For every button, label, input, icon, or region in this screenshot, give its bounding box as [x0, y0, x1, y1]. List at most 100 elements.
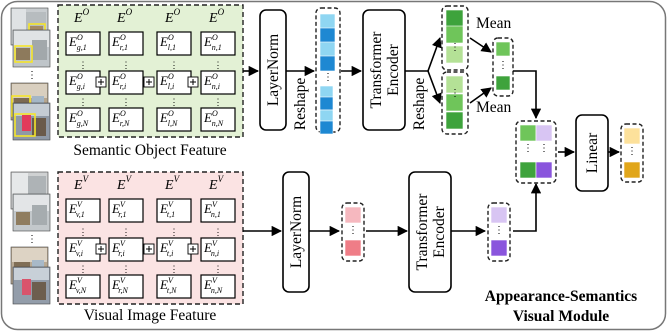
- mean-label-upper: Mean: [476, 15, 512, 32]
- object-feature-cell: [200, 107, 236, 132]
- object-scene-thumbnails: ⋮: [10, 7, 51, 141]
- object-row-ellipsis: ⋮: [122, 97, 131, 107]
- output-token-sequence: ⋮: [620, 123, 644, 183]
- object-token: [319, 13, 336, 30]
- object-feature-cell: [108, 70, 144, 95]
- arrow-purple-to-combined: [513, 182, 542, 232]
- visual-feature-cell: [108, 237, 144, 262]
- transformer-label-object-line1: Transformer: [368, 31, 385, 109]
- object-row-ellipsis: ⋮: [214, 60, 223, 70]
- green-token: [445, 93, 464, 112]
- thumbnail-ellipsis: ⋮: [27, 70, 37, 81]
- visual-feature-cell: [200, 274, 236, 299]
- thumbnail-ellipsis: ⋮: [27, 234, 37, 245]
- object-token: [319, 27, 336, 44]
- visual-image-feature-label: Visual Image Feature: [84, 307, 217, 324]
- object-token: [319, 96, 334, 111]
- visual-row-ellipsis: ⋮: [122, 227, 131, 237]
- visual-row-ellipsis: ⋮: [214, 264, 223, 274]
- combined-token: [535, 124, 553, 142]
- object-token: [319, 120, 334, 135]
- combined-token-ellipsis: ⋮: [539, 143, 549, 154]
- module-title-line2: Visual Module: [513, 308, 609, 325]
- object-header-l: EO: [164, 7, 181, 26]
- combined-token-ellipsis: ⋮: [523, 143, 533, 154]
- object-row-ellipsis: ⋮: [170, 60, 179, 70]
- object-row-ellipsis: ⋮: [170, 97, 179, 107]
- green-token-ellipsis: ⋮: [450, 42, 460, 53]
- visual-header-t: EV: [164, 174, 181, 193]
- visual-feature-cell: [65, 198, 101, 223]
- object-row-ellipsis: ⋮: [122, 60, 131, 70]
- visual-feature-cell: [65, 274, 101, 299]
- combined-token: [519, 124, 537, 142]
- object-feature-cell: [108, 107, 144, 132]
- arrow-mean-upper: [469, 37, 492, 53]
- arrow-mean-to-combined: [513, 70, 542, 120]
- object-header-r: EO: [116, 7, 133, 26]
- visual-row-ellipsis: ⋮: [79, 227, 88, 237]
- green-token: [445, 111, 464, 130]
- object-feature-cell: [156, 107, 192, 132]
- transformer-label-visual-line1: Transformer: [414, 193, 431, 271]
- module-title-line1: Appearance-Semantics: [485, 288, 637, 305]
- mean-token-group: ⋮: [492, 37, 514, 97]
- transformer-encoder-block-visual: [408, 171, 452, 293]
- purple-token-sequence: ⋮: [487, 202, 511, 262]
- scene-thumbnail-6: [12, 193, 51, 232]
- combined-token-grid: ⋮⋮: [515, 120, 557, 184]
- visual-header-n: EV: [208, 174, 225, 193]
- layernorm-block-visual: [282, 171, 310, 293]
- visual-feature-cell: [200, 237, 236, 262]
- scene-thumbnail-2: [12, 29, 51, 68]
- purple-token: [490, 239, 508, 257]
- visual-row-ellipsis: ⋮: [170, 264, 179, 274]
- object-row-ellipsis: ⋮: [79, 60, 88, 70]
- mean-token: [495, 41, 511, 57]
- object-token: [319, 55, 336, 72]
- object-row-ellipsis: ⋮: [214, 97, 223, 107]
- purple-token-ellipsis: ⋮: [494, 225, 504, 236]
- object-token-ellipsis: ⋮: [323, 72, 333, 83]
- output-token: [623, 161, 641, 179]
- output-token: [623, 127, 641, 145]
- visual-feature-cell: [156, 198, 192, 223]
- mean-label-lower: Mean: [476, 99, 512, 116]
- layernorm-label-object: LayerNorm: [265, 34, 282, 106]
- object-token: [319, 41, 336, 58]
- object-row-ellipsis: ⋮: [79, 97, 88, 107]
- linear-label: Linear: [584, 132, 601, 173]
- visual-header-v: EV: [73, 174, 90, 193]
- visual-feature-cell: [156, 274, 192, 299]
- visual-token: [344, 239, 362, 257]
- visual-row-ellipsis: ⋮: [79, 264, 88, 274]
- visual-feature-cell: [108, 198, 144, 223]
- visual-row-ellipsis: ⋮: [122, 264, 131, 274]
- transformer-label-visual-line2: Encoder: [431, 205, 448, 257]
- reshape-label-2: Reshape: [411, 78, 428, 131]
- transformer-encoder-block-object: [362, 9, 406, 131]
- arrow-to-green-lower: [427, 70, 442, 104]
- object-feature-cell: [200, 31, 236, 56]
